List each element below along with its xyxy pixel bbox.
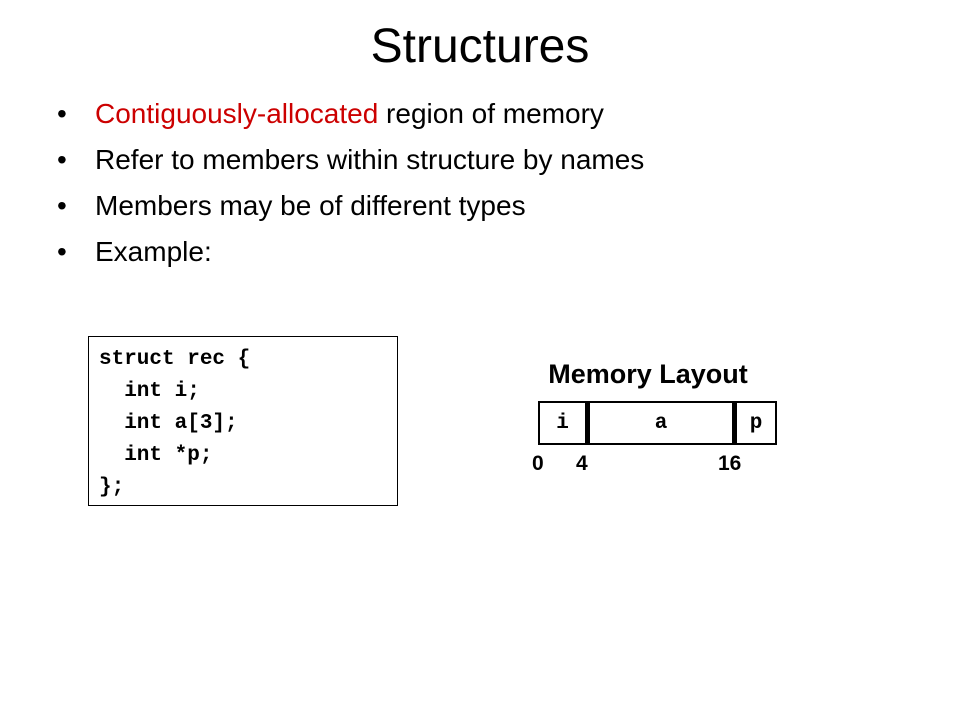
bullet-list: • Contiguously-allocated region of memory…: [57, 91, 644, 275]
bullet-text: Members may be of different types: [95, 190, 526, 221]
bullet-text: region of memory: [378, 98, 604, 129]
memory-cell-i: i: [556, 411, 569, 435]
bullet-item: • Example:: [57, 229, 644, 275]
offset-label: 0: [532, 452, 544, 475]
offset-label: 16: [718, 452, 742, 475]
bullet-icon: •: [57, 190, 67, 221]
bullet-text: Example:: [95, 236, 212, 267]
bullet-icon: •: [57, 98, 67, 129]
offset-label: 4: [576, 452, 588, 475]
bullet-item: • Refer to members within structure by na…: [57, 137, 644, 183]
code-line: struct rec {: [99, 348, 251, 371]
memory-layout-diagram: i a p: [538, 401, 777, 445]
bullet-text: Refer to members within structure by nam…: [95, 144, 645, 175]
code-line: int a[3];: [99, 412, 238, 435]
bullet-highlight: Contiguously-allocated: [95, 98, 379, 129]
memory-cell-p: p: [749, 411, 763, 435]
code-line: };: [99, 476, 125, 499]
code-line: int i;: [99, 380, 200, 403]
memory-layout-title: Memory Layout: [548, 359, 748, 389]
bullet-item: • Contiguously-allocated region of memory: [57, 91, 644, 137]
bullet-item: • Members may be of different types: [57, 183, 644, 229]
slide-title: Structures: [370, 20, 590, 73]
bullet-icon: •: [57, 144, 67, 175]
bullet-icon: •: [57, 236, 67, 267]
code-block: struct rec { int i; int a[3]; int *p; };: [88, 336, 398, 506]
code-line: int *p;: [99, 444, 213, 467]
memory-cell-a: a: [585, 403, 737, 443]
